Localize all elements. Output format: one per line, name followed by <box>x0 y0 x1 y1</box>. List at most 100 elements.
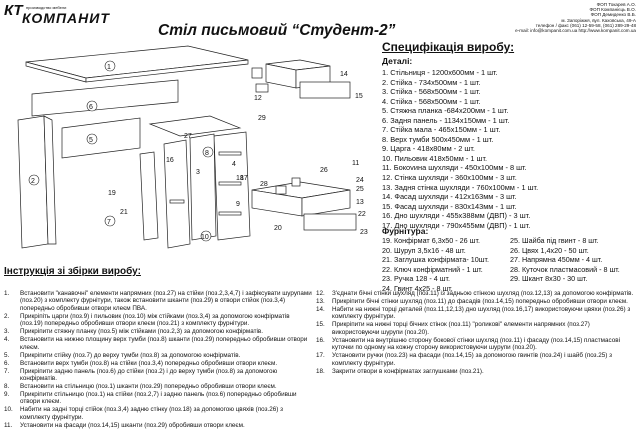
callout-2: 2 <box>31 178 35 185</box>
furniture-item: 22. Ключ конфірматний - 1 шт. <box>382 264 483 274</box>
drawer-front <box>303 213 357 231</box>
instruction-step: 6.Встановити верх тумби (поз.8) на стійк… <box>4 360 312 367</box>
callout-19: 19 <box>108 190 116 197</box>
furniture-item: 23. Ручка 128 - 4 шт. <box>382 274 451 284</box>
part-small-post <box>139 151 159 241</box>
callout-circle <box>104 60 116 72</box>
instruction-step: 11. Установити на фасади (поз.14,15) шкан… <box>4 422 312 429</box>
furniture-item: 21. Заглушка конфірмата- 10шт. <box>382 255 489 265</box>
step-text: Установити на фасади (поз.14,15) шканти … <box>20 421 245 429</box>
instruction-step: 7.Прикріпити задню панель (поз.6) до сті… <box>4 368 312 383</box>
callout-16: 16 <box>166 157 174 164</box>
instruction-step: 4. Встановити на нижню площину верх тумби… <box>4 336 312 351</box>
guide-rail <box>218 151 242 156</box>
part-cabinet-back <box>189 133 217 241</box>
callout-26: 26 <box>320 167 328 174</box>
part-item: 15. Фасад шухляди - 830х143мм - 1 шт. <box>382 201 517 211</box>
instruction-step: 10.Набити на задні торці стійок (поз.3,4… <box>4 406 312 421</box>
spec-title: Специфікація виробу: <box>382 40 515 54</box>
step-number: 18. <box>316 367 325 375</box>
callout-11: 11 <box>352 160 359 167</box>
step-number: 1. <box>4 290 10 297</box>
furniture-item: 29. Шкант 8х30 - 30 шт. <box>510 274 588 284</box>
furniture-heading: Фурнітура: <box>382 226 429 236</box>
part-item: 7. Стійка мала - 465х150мм - 1 шт. <box>382 125 501 135</box>
furniture-item: 28. Куточок пластмасовий - 8 шт. <box>510 264 620 274</box>
callout-circle <box>86 100 98 112</box>
part-item: 6. Задня панель - 1134х150мм - 1 шт. <box>382 115 510 125</box>
step-number: 3. <box>4 328 10 336</box>
parts-list: 1. Стільниця - 1200х600мм - 1 шт. 2. Сті… <box>382 68 634 230</box>
step-text: Установити на внутрішню сторону бокової … <box>332 336 620 352</box>
callout-circle <box>202 146 214 158</box>
callout-21: 21 <box>120 209 128 216</box>
step-number: 9. <box>4 391 10 399</box>
step-text: Прикріпити стільницю (поз.1) на стійки (… <box>20 391 297 406</box>
callout-5: 5 <box>89 137 93 144</box>
part-item: 4. Стійка - 568х500мм - 1 шт. <box>382 96 481 106</box>
contact-line: м. Запоріжжя, вул. Каховська, 49-А <box>561 17 636 23</box>
callout-25: 25 <box>356 186 364 193</box>
step-text: Встановити верх тумби (поз.8) на стійки … <box>20 359 278 367</box>
callout-14: 14 <box>340 71 348 78</box>
instruction-step: 8.Встановити на стільницю (поз.1) шканти… <box>4 383 312 390</box>
furniture-item: 24. Гвинт 4х25 - 8 шт. <box>382 283 453 293</box>
part-cabinet-side-right <box>213 131 251 241</box>
furniture-item: 19. Конфірмат 6,3х50 - 26 шт. <box>382 236 480 245</box>
step-number: 11. <box>4 421 13 429</box>
step-text: Закрити отвори в конфірматах заглушками … <box>332 367 484 375</box>
part-item: 2. Стійка - 734х500мм - 1 шт. <box>382 77 481 87</box>
part-item: 8. Верх тумби 500х450мм - 1 шт. <box>382 134 494 144</box>
document-title: Стіл письмовий “Студент-2” <box>158 22 396 39</box>
part-item: 14. Фасад шухляди - 412х163мм - 3 шт. <box>382 192 517 202</box>
step-text: Прикріпити стяжну планку (поз.5) між сті… <box>20 328 263 336</box>
part-item: 5. Стяжна планка -684х200мм - 1 шт. <box>382 106 509 116</box>
instruction-step: 16. Установити на внутрішню сторону боков… <box>316 337 634 352</box>
callout-1: 1 <box>107 64 111 71</box>
instruction-step: 14.Набити на нижні торці деталей (поз.11… <box>316 306 634 321</box>
instructions-title: Інструкція зі збірки виробу: <box>4 266 141 277</box>
step-number: 10. <box>4 406 13 414</box>
step-text: Прикріпити стійку (поз.7) до верху тумби… <box>20 351 241 359</box>
instruction-step: 5.Прикріпити стійку (поз.7) до верху тум… <box>4 352 312 359</box>
logo-mark: КТ <box>4 2 23 19</box>
contact-line: телефон / факс (061) 12-59-58, (061) 289… <box>535 22 636 28</box>
callout-22: 22 <box>358 211 366 218</box>
step-number: 16. <box>316 336 325 344</box>
callout-20: 20 <box>274 225 282 232</box>
logo-subtitle: производство мебели <box>26 5 67 10</box>
step-text: Прикріпіть царги (поз.9) і пильовик (поз… <box>20 312 290 328</box>
callout-labels: 1 6 2 5 7 8 10 3 4 9 11 12 13 14 15 16 1… <box>31 64 368 241</box>
callout-circle <box>104 215 116 227</box>
contact-line: ФОП Компанієць В.О. <box>589 7 636 13</box>
assembly-drawing: 1 6 2 5 7 8 10 3 4 9 11 12 13 14 15 16 1… <box>17 45 368 249</box>
step-text: Прикріпити бічні стінки шухляд (поз.11) … <box>332 298 628 305</box>
part-item: 16. Дно шухляди - 455х388мм (ДВП) - 3 шт… <box>382 211 531 221</box>
callout-10: 10 <box>201 234 209 241</box>
step-text: З'єднати бічні стінки шухляд (поз.11) із… <box>332 290 634 297</box>
part-item: 10. Пильовик 418х50мм - 1 шт. <box>382 153 488 163</box>
step-text: Встановити на нижню площину верх тумби (… <box>20 336 308 351</box>
part-cabinet-side-left <box>163 139 191 249</box>
step-number: 4. <box>4 336 10 344</box>
callout-9: 9 <box>236 201 240 208</box>
callout-12: 12 <box>254 95 262 102</box>
instruction-step: 12.З'єднати бічні стінки шухляд (поз.11)… <box>316 290 634 297</box>
drawer-front <box>299 81 351 99</box>
callout-17: 17 <box>240 175 248 182</box>
callout-15: 15 <box>355 93 363 100</box>
furniture-list-left: 19. Конфірмат 6,3х50 - 26 шт. 20. Шуруп … <box>382 236 489 294</box>
contact-block: ФОП Токарев А.О. ФОП Компанієць В.О. ФОП… <box>436 2 636 33</box>
step-number: 17. <box>316 352 325 360</box>
parts-heading: Деталі: <box>382 56 413 66</box>
guide-rail <box>169 199 185 204</box>
contact-line: e-mail: info@kompanit.com.ua http://www.… <box>515 28 636 34</box>
callout-13: 13 <box>356 199 364 206</box>
part-item: 13. Задня стінка шухляди - 760х100мм - 1… <box>382 182 539 192</box>
instruction-step: 15.Прикріпити на нижні торці бічних стін… <box>316 321 634 336</box>
step-number: 14. <box>316 306 325 313</box>
callout-29: 29 <box>258 115 266 122</box>
step-text: Прикріпити задню панель (поз.6) до стійк… <box>20 367 278 383</box>
callout-23: 23 <box>360 229 368 236</box>
step-text: Встановити на стільницю (поз.1) шканти (… <box>20 383 277 391</box>
